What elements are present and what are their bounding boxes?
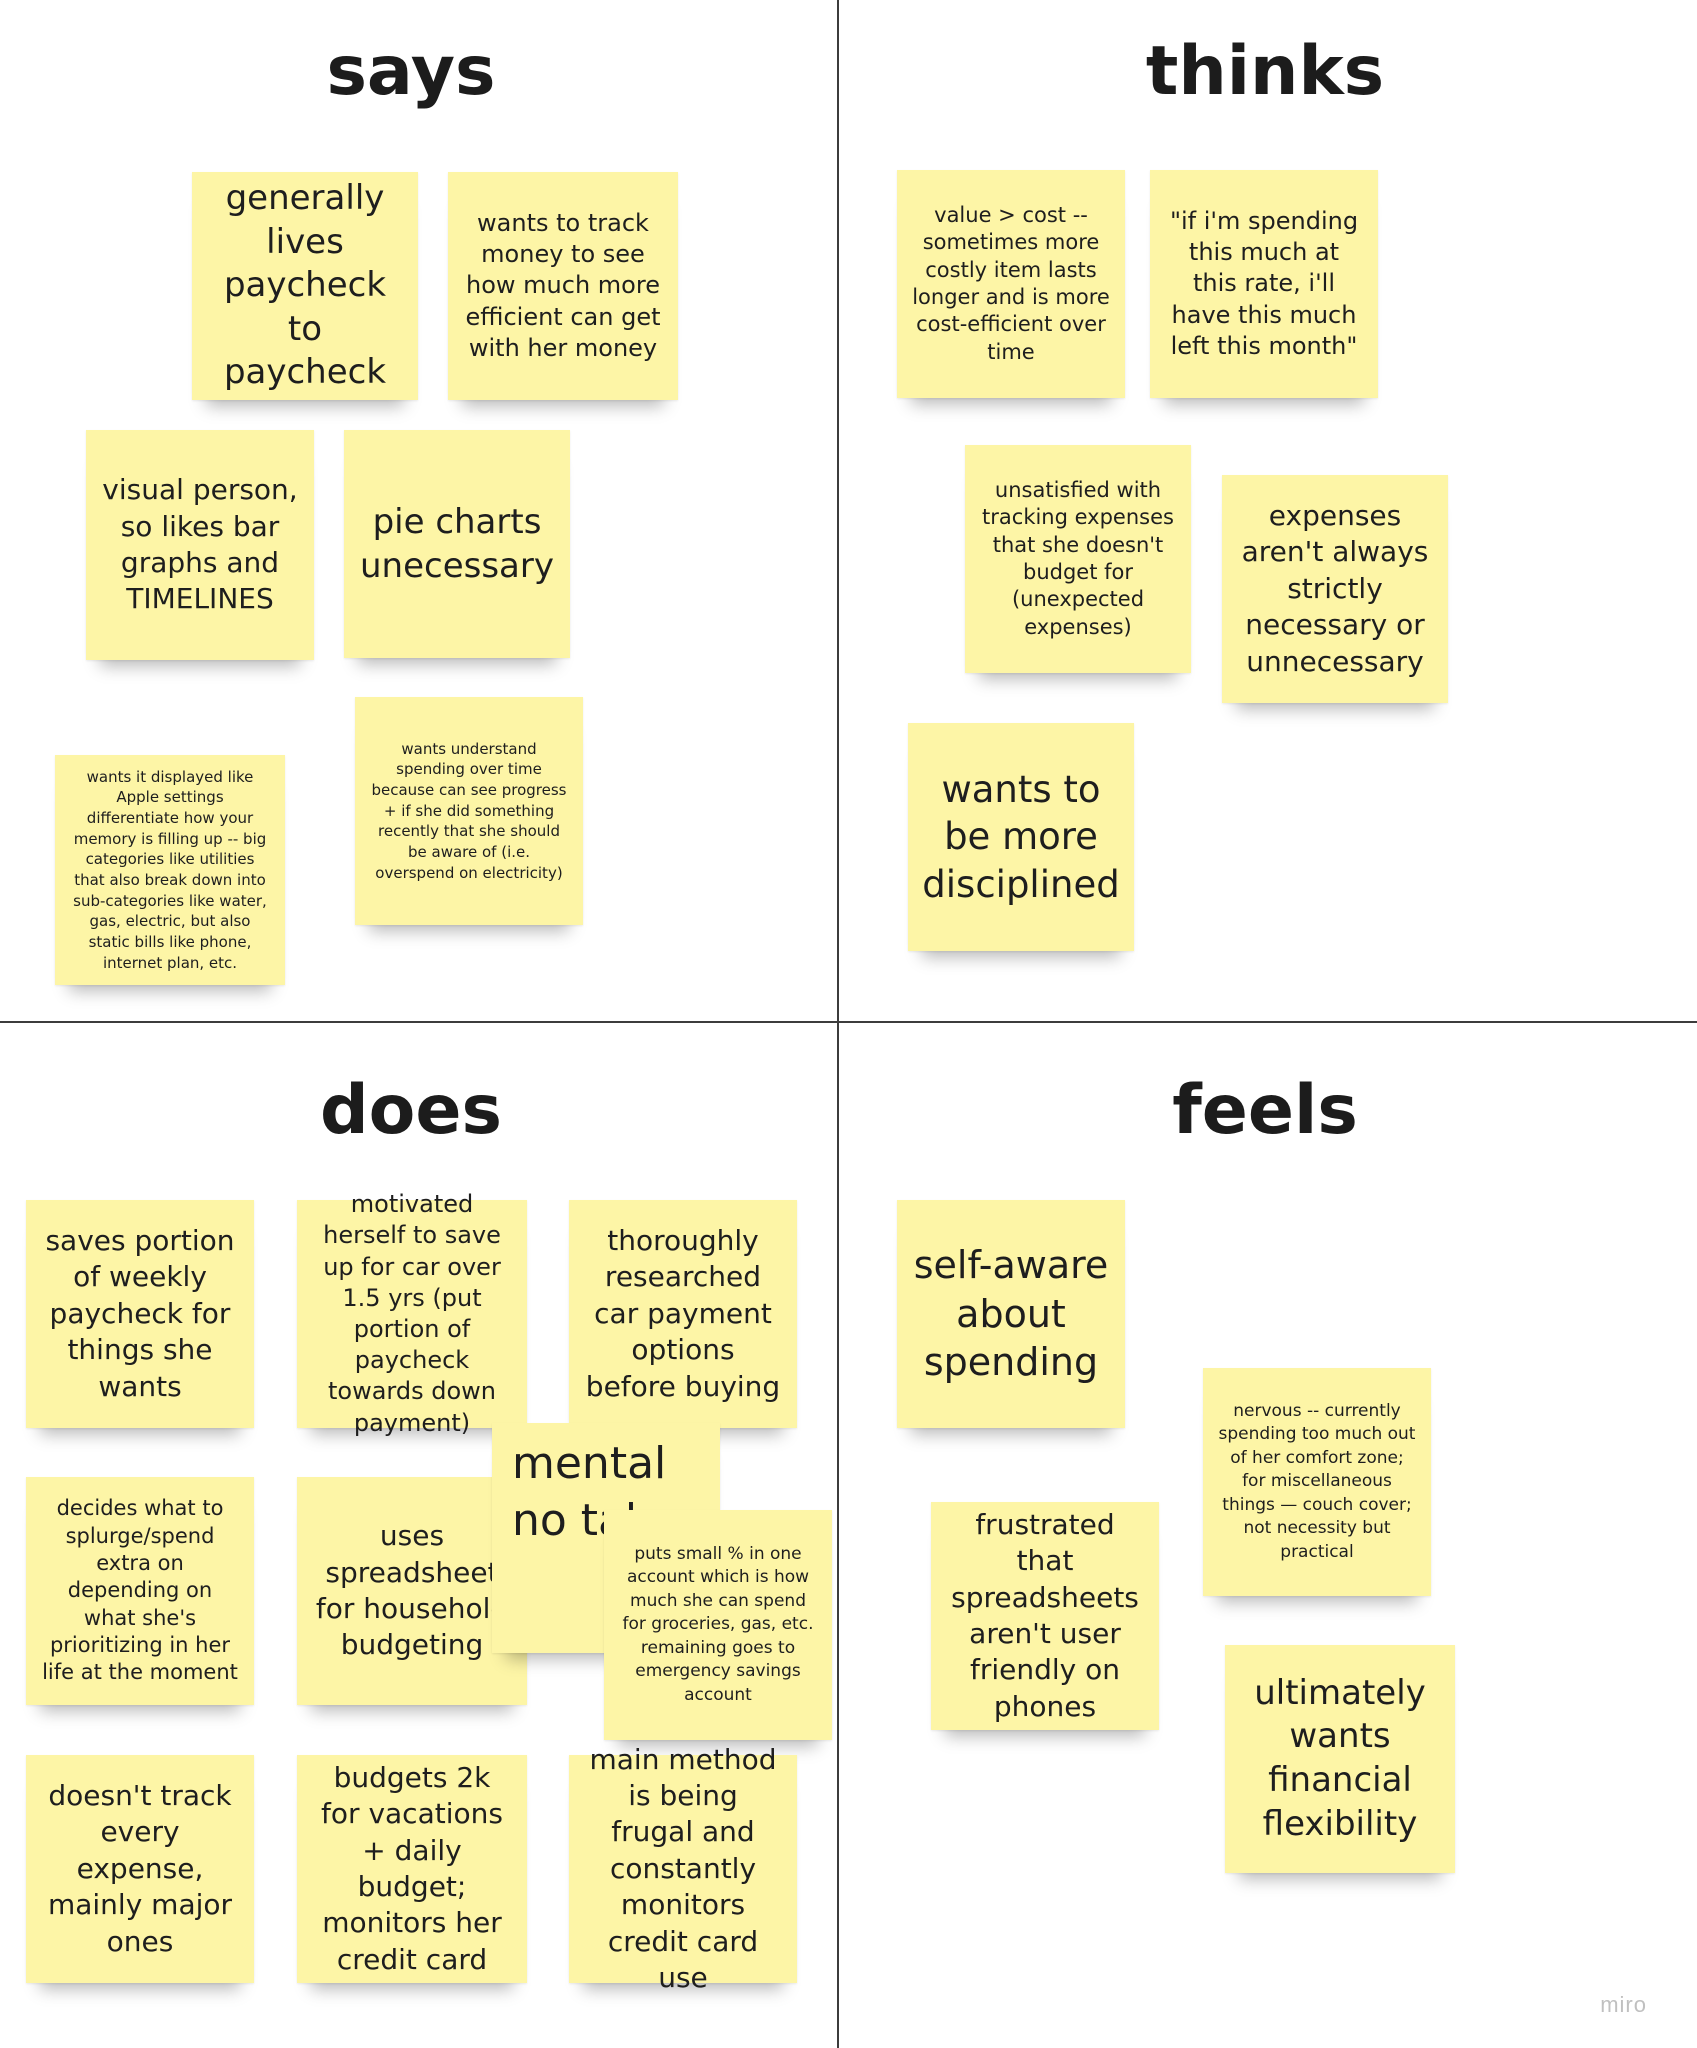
quadrant-title-feels: feels xyxy=(1172,1071,1358,1150)
sticky-note-text: expenses aren't always strictly necessar… xyxy=(1241,499,1429,678)
sticky-note-text: thoroughly researched car payment option… xyxy=(585,1224,781,1403)
quadrant-title-thinks: thinks xyxy=(1145,32,1385,111)
sticky-note[interactable]: self-aware about spending xyxy=(897,1200,1125,1428)
sticky-note[interactable]: ultimately wants financial flexibility xyxy=(1225,1645,1455,1873)
sticky-note[interactable]: budgets 2k for vacations + daily budget;… xyxy=(297,1755,527,1983)
vertical-divider xyxy=(837,0,839,2048)
sticky-note[interactable]: motivated herself to save up for car ove… xyxy=(297,1190,527,1437)
sticky-note[interactable]: wants to be more disciplined xyxy=(908,723,1134,951)
sticky-note-text: visual person, so likes bar graphs and T… xyxy=(102,473,298,616)
sticky-note-text: puts small % in one account which is how… xyxy=(622,1543,814,1705)
sticky-note[interactable]: unsatisfied with tracking expenses that … xyxy=(965,445,1191,673)
sticky-note-text: "if i'm spending this much at this rate,… xyxy=(1169,207,1359,360)
sticky-note-text: self-aware about spending xyxy=(913,1243,1109,1385)
sticky-note[interactable]: decides what to splurge/spend extra on d… xyxy=(26,1477,254,1705)
sticky-note-text: unsatisfied with tracking expenses that … xyxy=(982,478,1174,639)
sticky-note-text: main method is being frugal and constant… xyxy=(589,1742,777,1994)
sticky-note-text: motivated herself to save up for car ove… xyxy=(323,1190,501,1437)
horizontal-divider xyxy=(0,1021,1697,1023)
sticky-note[interactable]: wants to track money to see how much mor… xyxy=(448,172,678,400)
sticky-note-text: wants understand spending over time beca… xyxy=(371,739,567,882)
sticky-note-text: wants it displayed like Apple settings d… xyxy=(73,767,267,972)
sticky-note-text: uses spreadsheet for household budgeting xyxy=(315,1519,509,1662)
sticky-note[interactable]: main method is being frugal and constant… xyxy=(569,1743,797,1994)
quadrant-title-does: does xyxy=(320,1071,502,1150)
sticky-note[interactable]: generally lives paycheck to paycheck xyxy=(192,172,418,400)
quadrant-title-says: says xyxy=(326,32,496,111)
sticky-note-text: value > cost -- sometimes more costly it… xyxy=(912,203,1110,364)
sticky-note[interactable]: saves portion of weekly paycheck for thi… xyxy=(26,1200,254,1428)
sticky-note[interactable]: thoroughly researched car payment option… xyxy=(569,1200,797,1428)
sticky-note[interactable]: "if i'm spending this much at this rate,… xyxy=(1150,170,1378,398)
sticky-note[interactable]: puts small % in one account which is how… xyxy=(604,1510,832,1740)
sticky-note[interactable]: doesn't track every expense, mainly majo… xyxy=(26,1755,254,1983)
sticky-note-text: budgets 2k for vacations + daily budget;… xyxy=(321,1760,503,1976)
sticky-note-text: doesn't track every expense, mainly majo… xyxy=(47,1779,233,1958)
sticky-note[interactable]: value > cost -- sometimes more costly it… xyxy=(897,170,1125,398)
sticky-note[interactable]: nervous -- currently spending too much o… xyxy=(1203,1368,1431,1596)
sticky-note[interactable]: uses spreadsheet for household budgeting xyxy=(297,1477,527,1705)
sticky-note[interactable]: expenses aren't always strictly necessar… xyxy=(1222,475,1448,703)
sticky-note-text: generally lives paycheck to paycheck xyxy=(223,178,387,393)
sticky-note[interactable]: pie charts unecessary xyxy=(344,430,570,658)
sticky-note[interactable]: wants it displayed like Apple settings d… xyxy=(55,755,285,985)
sticky-note-text: frustrated that spreadsheets aren't user… xyxy=(951,1507,1139,1723)
sticky-note[interactable]: visual person, so likes bar graphs and T… xyxy=(86,430,314,660)
sticky-note-text: decides what to splurge/spend extra on d… xyxy=(42,1496,238,1685)
sticky-note[interactable]: wants understand spending over time beca… xyxy=(355,697,583,925)
sticky-note-text: pie charts unecessary xyxy=(360,501,554,586)
sticky-note-text: nervous -- currently spending too much o… xyxy=(1218,1400,1416,1562)
miro-watermark: miro xyxy=(1600,1992,1647,2017)
sticky-note-text: wants to be more disciplined xyxy=(922,767,1120,906)
sticky-note-text: wants to track money to see how much mor… xyxy=(465,209,661,362)
sticky-note[interactable]: frustrated that spreadsheets aren't user… xyxy=(931,1502,1159,1730)
sticky-note-text: ultimately wants financial flexibility xyxy=(1254,1672,1426,1844)
sticky-note-text: saves portion of weekly paycheck for thi… xyxy=(45,1224,235,1403)
